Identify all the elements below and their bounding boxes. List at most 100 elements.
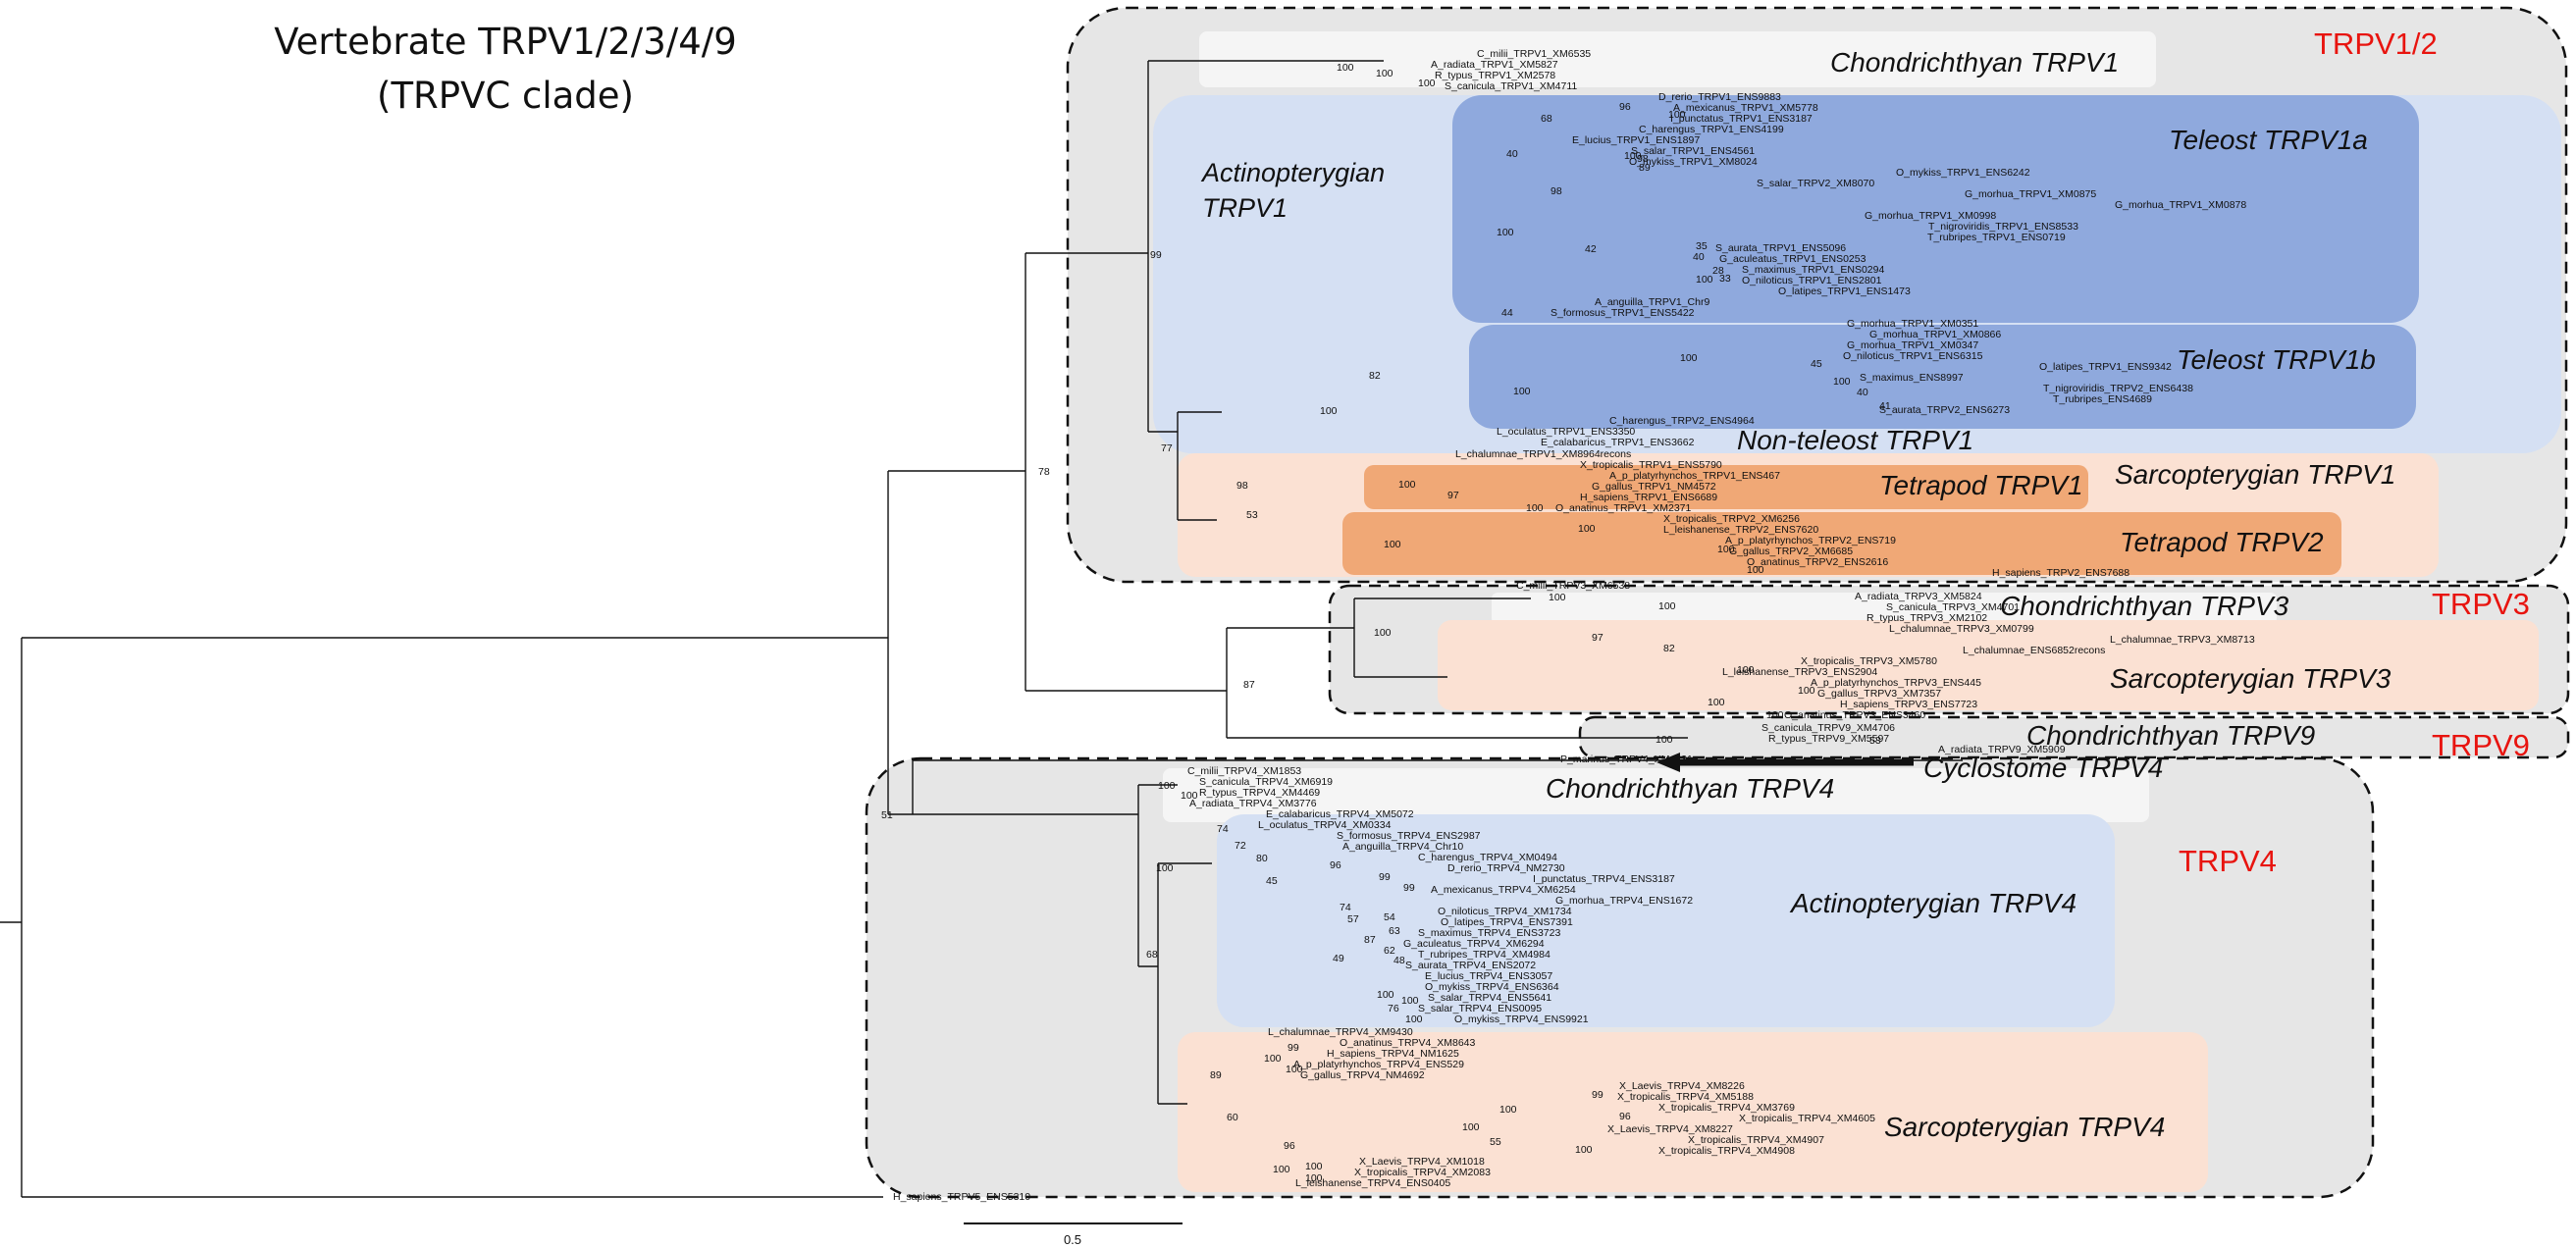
leaf-label: T_rubripes_ENS4689	[2053, 393, 2152, 405]
leaf-label: O_anatinus_TRPV2_ENS2616	[1747, 556, 1888, 568]
leaf-label: S_salar_TRPV1_ENS4561	[1631, 145, 1755, 157]
bootstrap-value: 100	[1499, 1104, 1517, 1116]
bootstrap-value: 40	[1693, 251, 1705, 263]
bootstrap-value: 100	[1156, 862, 1174, 874]
bootstrap-value: 96	[1330, 859, 1341, 871]
leaf-label: G_morhua_TRPV1_XM0351	[1847, 318, 1978, 330]
bootstrap-value: 100	[1737, 664, 1755, 676]
bootstrap-value: 99	[1379, 871, 1391, 883]
label-sarcopterygian-trpv1: Sarcopterygian TRPV1	[2115, 459, 2395, 490]
leaf-label: X_Laevis_TRPV4_XM8226	[1619, 1080, 1745, 1092]
leaf-label: S_canicula_TRPV3_XM4701	[1886, 601, 2020, 613]
leaf-label: I_punctatus_TRPV1_ENS3187	[1670, 113, 1813, 125]
leaf-label: A_anguilla_TRPV1_Chr9	[1595, 296, 1709, 308]
leaf-label: X_tropicalis_TRPV4_XM4907	[1688, 1134, 1824, 1146]
group-box-tetrapod-trpv1	[1364, 465, 2088, 509]
leaf-label: G_gallus_TRPV1_NM4572	[1592, 481, 1716, 493]
bootstrap-value: 100	[1526, 502, 1544, 514]
bootstrap-value: 100	[1273, 1164, 1290, 1175]
leaf-label: R_typus_TRPV4_XM4469	[1199, 787, 1320, 799]
leaf-label: A_radiata_TRPV1_XM5827	[1431, 59, 1558, 71]
leaf-label: R_typus_TRPV3_XM2102	[1866, 612, 1987, 624]
bootstrap-value: 60	[1227, 1112, 1238, 1123]
bootstrap-value: 100	[1398, 479, 1416, 491]
bootstrap-value: 80	[1256, 853, 1268, 864]
leaf-label: E_lucius_TRPV1_ENS1897	[1572, 134, 1700, 146]
leaf-label: A_p_platyrhynchos_TRPV4_ENS529	[1293, 1059, 1464, 1070]
leaf-label: C_harengus_TRPV1_ENS4199	[1639, 124, 1784, 135]
group-box-chondrichthyan-trpv3	[1492, 593, 2277, 624]
leaf-label: C_harengus_TRPV4_XM0494	[1418, 852, 1557, 863]
bootstrap-value: 54	[1384, 911, 1395, 923]
label-actinopterygian-trpv4: Actinopterygian TRPV4	[1789, 888, 2077, 918]
bootstrap-value: 100	[1696, 274, 1713, 286]
label-cyclostome-trpv4: Cyclostome TRPV4	[1923, 753, 2163, 783]
bootstrap-value: 100	[1497, 227, 1514, 238]
leaf-label: E_lucius_TRPV4_ENS3057	[1425, 970, 1552, 982]
bootstrap-value: 45	[1811, 358, 1822, 370]
leaf-label: T_rubripes_TRPV4_XM4984	[1418, 949, 1551, 961]
bootstrap-value: 74	[1217, 823, 1229, 835]
leaf-label: A_p_platyrhynchos_TRPV1_ENS467	[1609, 470, 1780, 482]
bootstrap-value: 98	[1637, 153, 1649, 165]
bootstrap-value: 89	[1210, 1069, 1222, 1081]
bootstrap-value: 100	[1405, 1014, 1423, 1025]
bootstrap-value: 87	[1364, 934, 1376, 946]
bootstrap-value: 28	[1712, 265, 1724, 277]
bootstrap-value: 77	[1161, 442, 1173, 454]
leaf-label: G_morhua_TRPV1_XM0875	[1965, 188, 2096, 200]
bootstrap-value: 45	[1266, 875, 1278, 887]
leaf-label: O_mykiss_TRPV1_XM8024	[1629, 156, 1758, 168]
bootstrap-value: 33	[1719, 273, 1731, 285]
bootstrap-value: 63	[1389, 925, 1400, 937]
label-chondrichthyan-trpv9: Chondrichthyan TRPV9	[2026, 720, 2315, 751]
bootstrap-value: 100	[1578, 523, 1596, 535]
group-box-teleost-trpv1b	[1469, 325, 2416, 429]
bootstrap-value: 100	[1513, 386, 1531, 397]
bootstrap-value: 41	[1879, 400, 1891, 412]
leaf-label: G_aculeatus_TRPV4_XM6294	[1403, 938, 1545, 950]
leaf-label: G_gallus_TRPV4_NM4692	[1300, 1069, 1425, 1081]
label-tetrapod-trpv1: Tetrapod TRPV1	[1879, 470, 2083, 500]
leaf-label: O_anatinus_TRPV1_XM2371	[1555, 502, 1691, 514]
bootstrap-value: 72	[1235, 840, 1246, 852]
leaf-label: A_mexicanus_TRPV1_XM5778	[1673, 102, 1818, 114]
bootstrap-value: 100	[1384, 539, 1401, 550]
bootstrap-value: 100	[1418, 78, 1436, 89]
leaf-label: S_formosus_TRPV4_ENS2987	[1337, 830, 1481, 842]
bootstrap-value: 97	[1592, 632, 1603, 644]
leaf-label: C_milii_TRPV4_XM1853	[1187, 765, 1301, 777]
bootstrap-value: 53	[1246, 509, 1258, 521]
leaf-label: E_calabaricus_TRPV1_ENS3662	[1541, 437, 1695, 448]
leaf-label: A_p_platyrhynchos_TRPV2_ENS719	[1725, 535, 1896, 546]
leaf-label: T_rubripes_TRPV1_ENS0719	[1927, 232, 2066, 243]
bootstrap-value: 100	[1658, 600, 1676, 612]
label-chondrichthyan-trpv1: Chondrichthyan TRPV1	[1830, 47, 2119, 78]
tree-edges	[0, 60, 1963, 1198]
leaf-label: R_typus_TRPV1_XM2578	[1435, 70, 1555, 81]
leaf-label: G_aculeatus_TRPV1_ENS0253	[1719, 253, 1866, 265]
leaf-label: O_mykiss_TRPV4_ENS9921	[1454, 1014, 1589, 1025]
bootstrap-value: 48	[1393, 955, 1405, 966]
bootstrap-value: 100	[1264, 1053, 1282, 1065]
bootstrap-values: 100 100 100 96 100 68 40 100 98 98 89 42…	[881, 62, 1891, 1184]
group-box-actinopterygian-trpv4	[1217, 814, 2115, 1027]
leaf-label: A_radiata_TRPV3_XM5824	[1855, 591, 1982, 602]
leaf-label: O_mykiss_TRPV1_ENS6242	[1896, 167, 2030, 179]
bootstrap-value: 100	[1680, 352, 1698, 364]
bootstrap-value: 100	[1374, 627, 1392, 639]
bootstrap-value: 57	[1347, 913, 1359, 925]
leaf-label: X_Laevis_TRPV4_XM8227	[1607, 1123, 1733, 1135]
scale-bar: 0.5	[964, 1222, 1183, 1247]
bootstrap-value: 53	[1869, 735, 1881, 747]
leaf-label: S_maximus_TRPV4_ENS3723	[1418, 927, 1560, 939]
leaf-label: R_typus_TRPV9_XM5597	[1768, 733, 1889, 745]
bootstrap-value: 99	[1592, 1089, 1603, 1101]
leaf-label: X_tropicalis_TRPV4_XM4605	[1739, 1113, 1875, 1124]
bootstrap-value: 96	[1619, 1111, 1631, 1122]
leaf-label: L_leishanense_TRPV2_ENS7620	[1663, 524, 1818, 536]
clade-label-trpv4: TRPV4	[2179, 844, 2277, 878]
clade-label-trpv9: TRPV9	[2432, 728, 2530, 762]
bootstrap-value: 100	[1766, 709, 1784, 721]
leaf-label: C_milii_TRPV3_XM6538	[1516, 580, 1630, 592]
